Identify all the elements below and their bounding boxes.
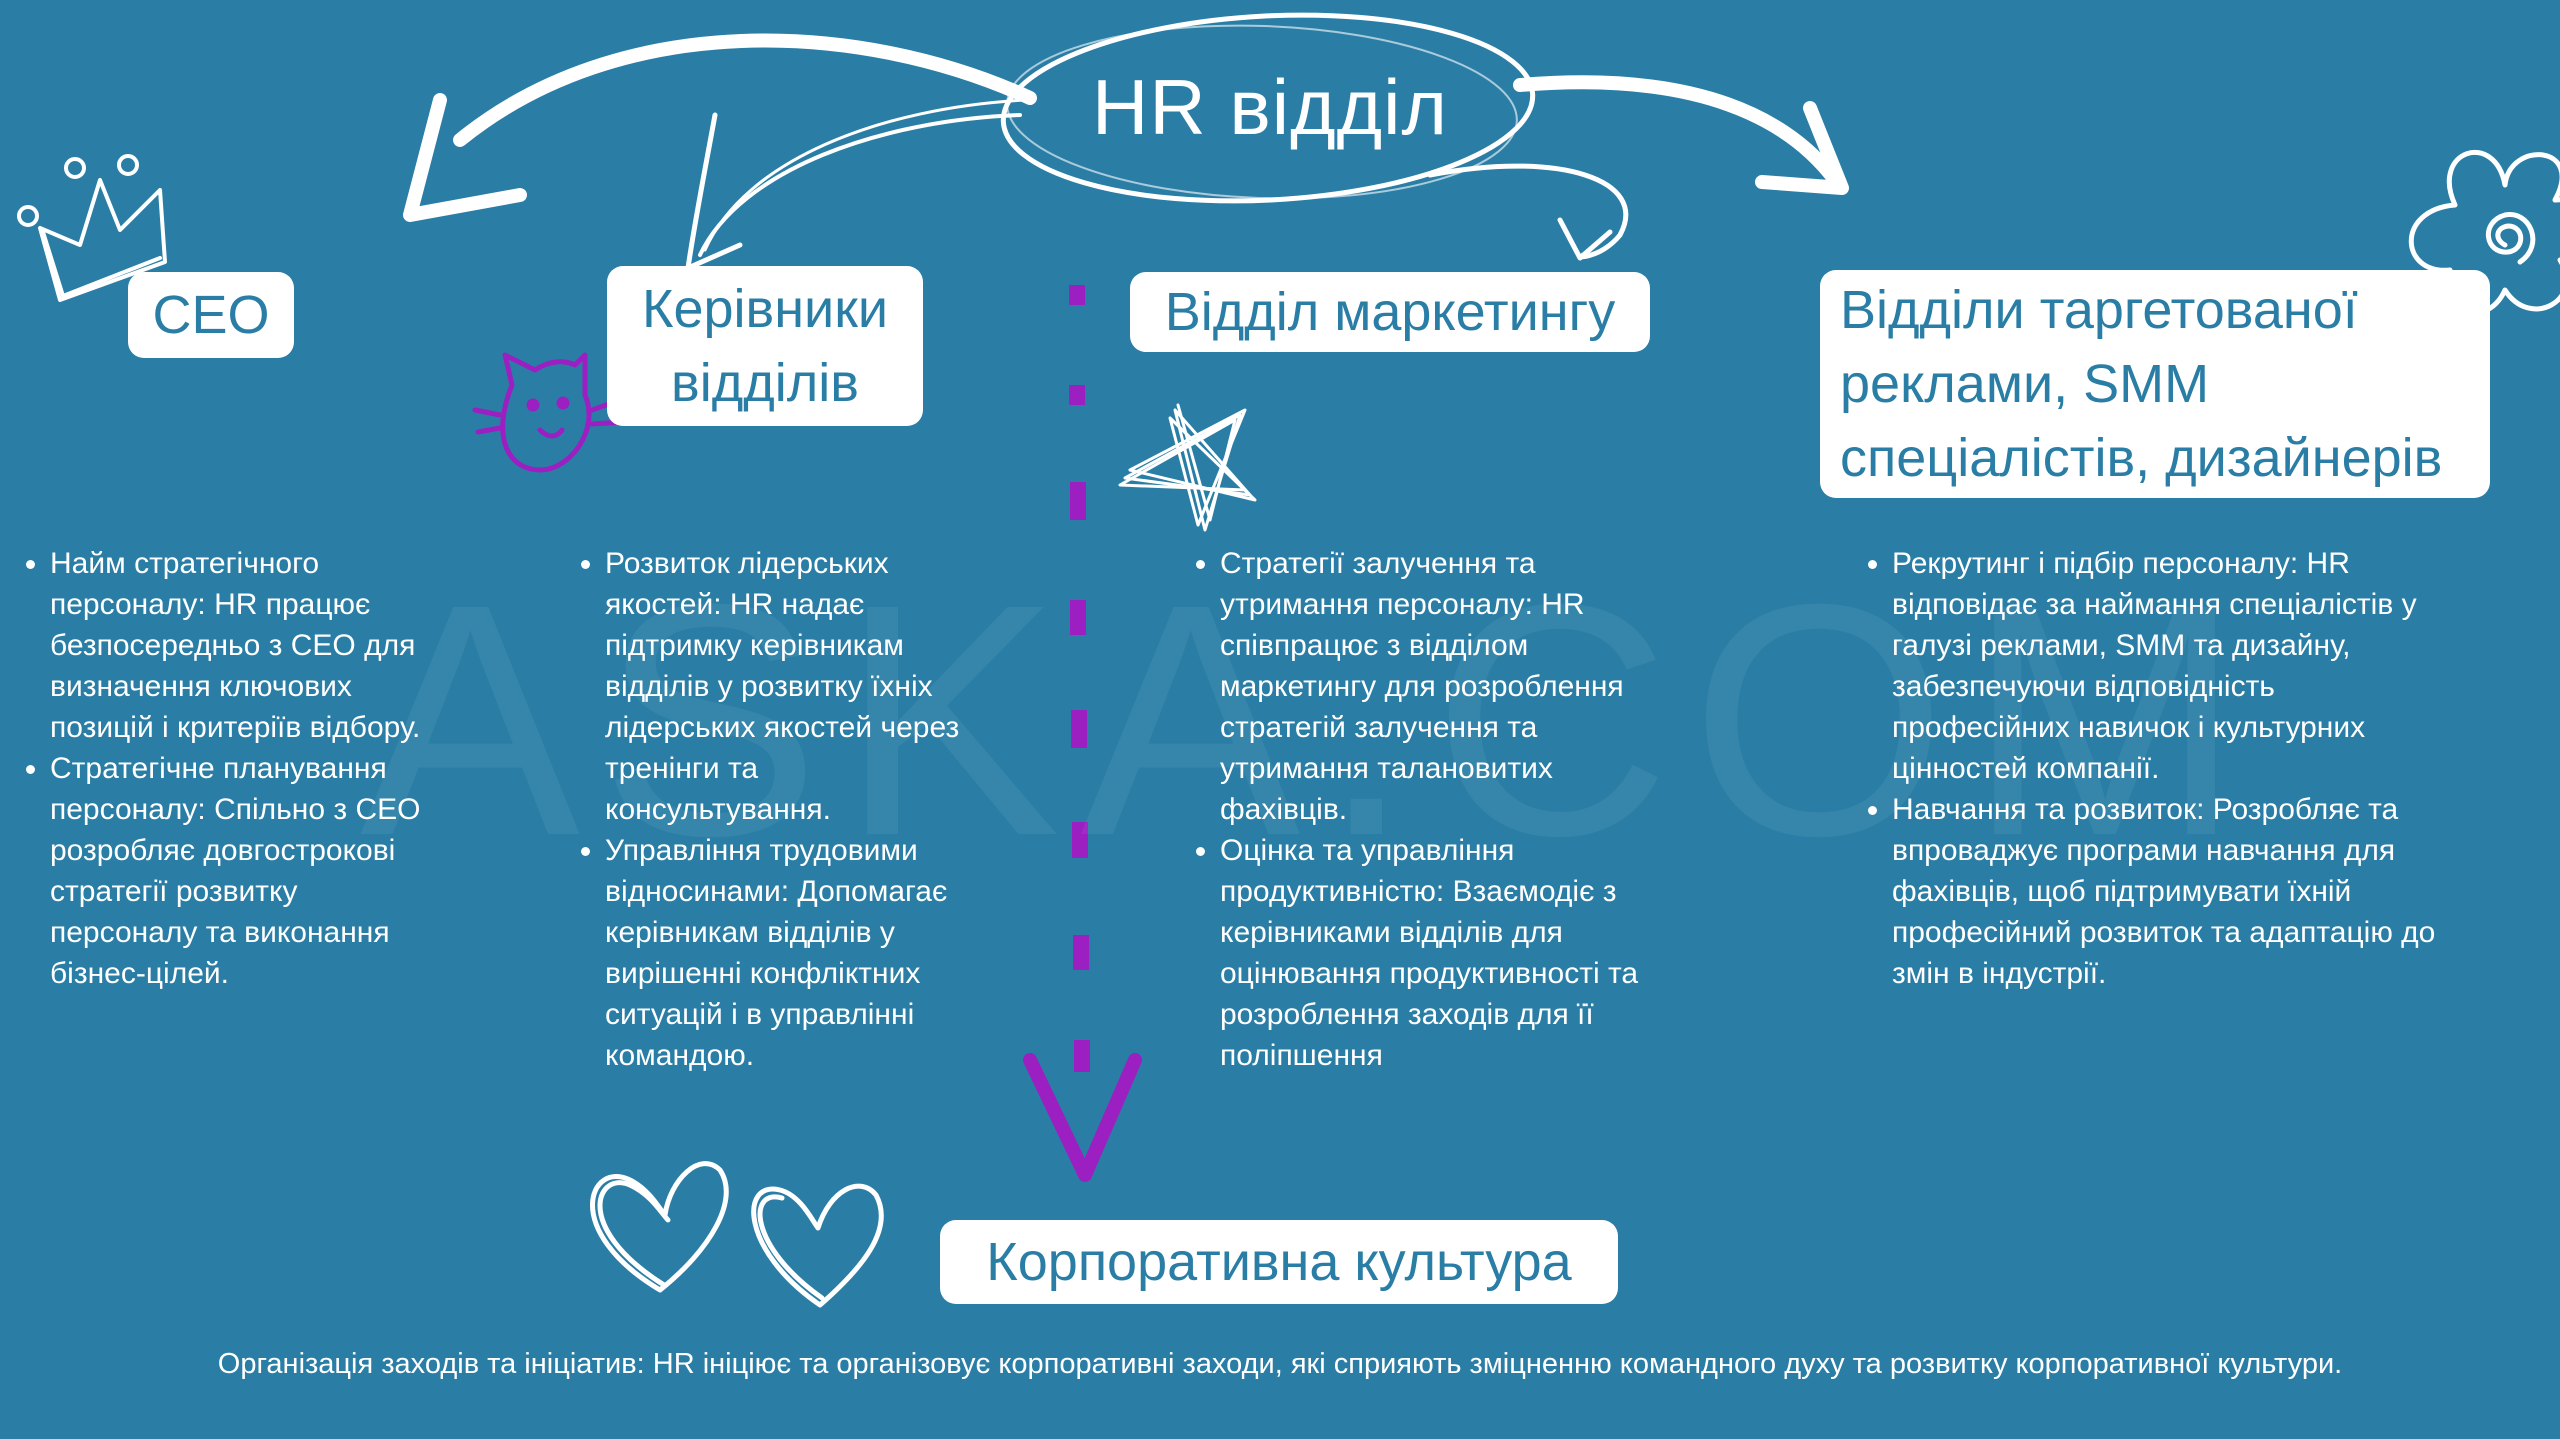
card-ceo-label: CEO [152,285,270,345]
card-targeting-line1: Відділи таргетованої [1840,280,2358,340]
star-icon [1118,403,1257,532]
list-item: Розвиток лідерських якостей: HR надає пі… [605,543,983,830]
card-targeting-line2: реклами, SMM [1840,354,2210,414]
heart-icon [751,1183,884,1308]
column-targeting: Рекрутинг і підбір персоналу: HR відпові… [1860,543,2460,994]
card-marketing-label: Відділ маркетингу [1164,282,1616,342]
card-marketing: Відділ маркетингу [1130,272,1650,352]
arrow-to-heads [685,98,1027,271]
list-item: Оцінка та управління продуктивністю: Вза… [1220,830,1658,1076]
arrow-to-marketing [1427,163,1629,261]
footer-description: Організація заходів та ініціатив: HR іні… [217,1348,2343,1380]
card-department-heads: Керівники відділів [607,266,923,426]
watermark: ASKA.COM [360,535,2263,904]
list-item: Рекрутинг і підбір персоналу: HR відпові… [1892,543,2460,789]
dashed-connector [1069,285,1090,1072]
list-item: Управління трудовими відносинами: Допома… [605,830,983,1076]
arrow-to-targeting [1513,75,1849,195]
card-targeting-line3: спеціалістів, дизайнерів [1840,428,2443,488]
list-item: Стратегії залучення та утримання персона… [1220,543,1658,830]
cat-icon [472,352,625,473]
card-targeting: Відділи таргетованої реклами, SMM спеціа… [1820,270,2490,498]
list-item: Стратегічне планування персоналу: Спільн… [50,748,438,994]
card-heads-line2: відділів [671,353,859,413]
arrow-to-ceo [403,33,1037,222]
card-culture-label: Корпоративна культура [986,1232,1572,1292]
list-item: Найм стратегічного персоналу: HR працює … [50,543,438,748]
card-ceo: CEO [128,272,294,358]
arrow-to-culture [1023,1053,1142,1182]
hr-ellipse [1000,12,1536,204]
card-heads-line1: Керівники [642,279,888,339]
column-marketing: Стратегії залучення та утримання персона… [1188,543,1658,1076]
column-ceo: Найм стратегічного персоналу: HR працює … [18,543,438,994]
list-item: Навчання та розвиток: Розробляє та впров… [1892,789,2460,994]
column-heads: Розвиток лідерських якостей: HR надає пі… [573,543,983,1076]
card-corporate-culture: Корпоративна культура [940,1220,1618,1304]
crown-icon [17,154,167,302]
hr-department-title: HR відділ [1092,62,1448,151]
heart-icon [590,1161,729,1293]
